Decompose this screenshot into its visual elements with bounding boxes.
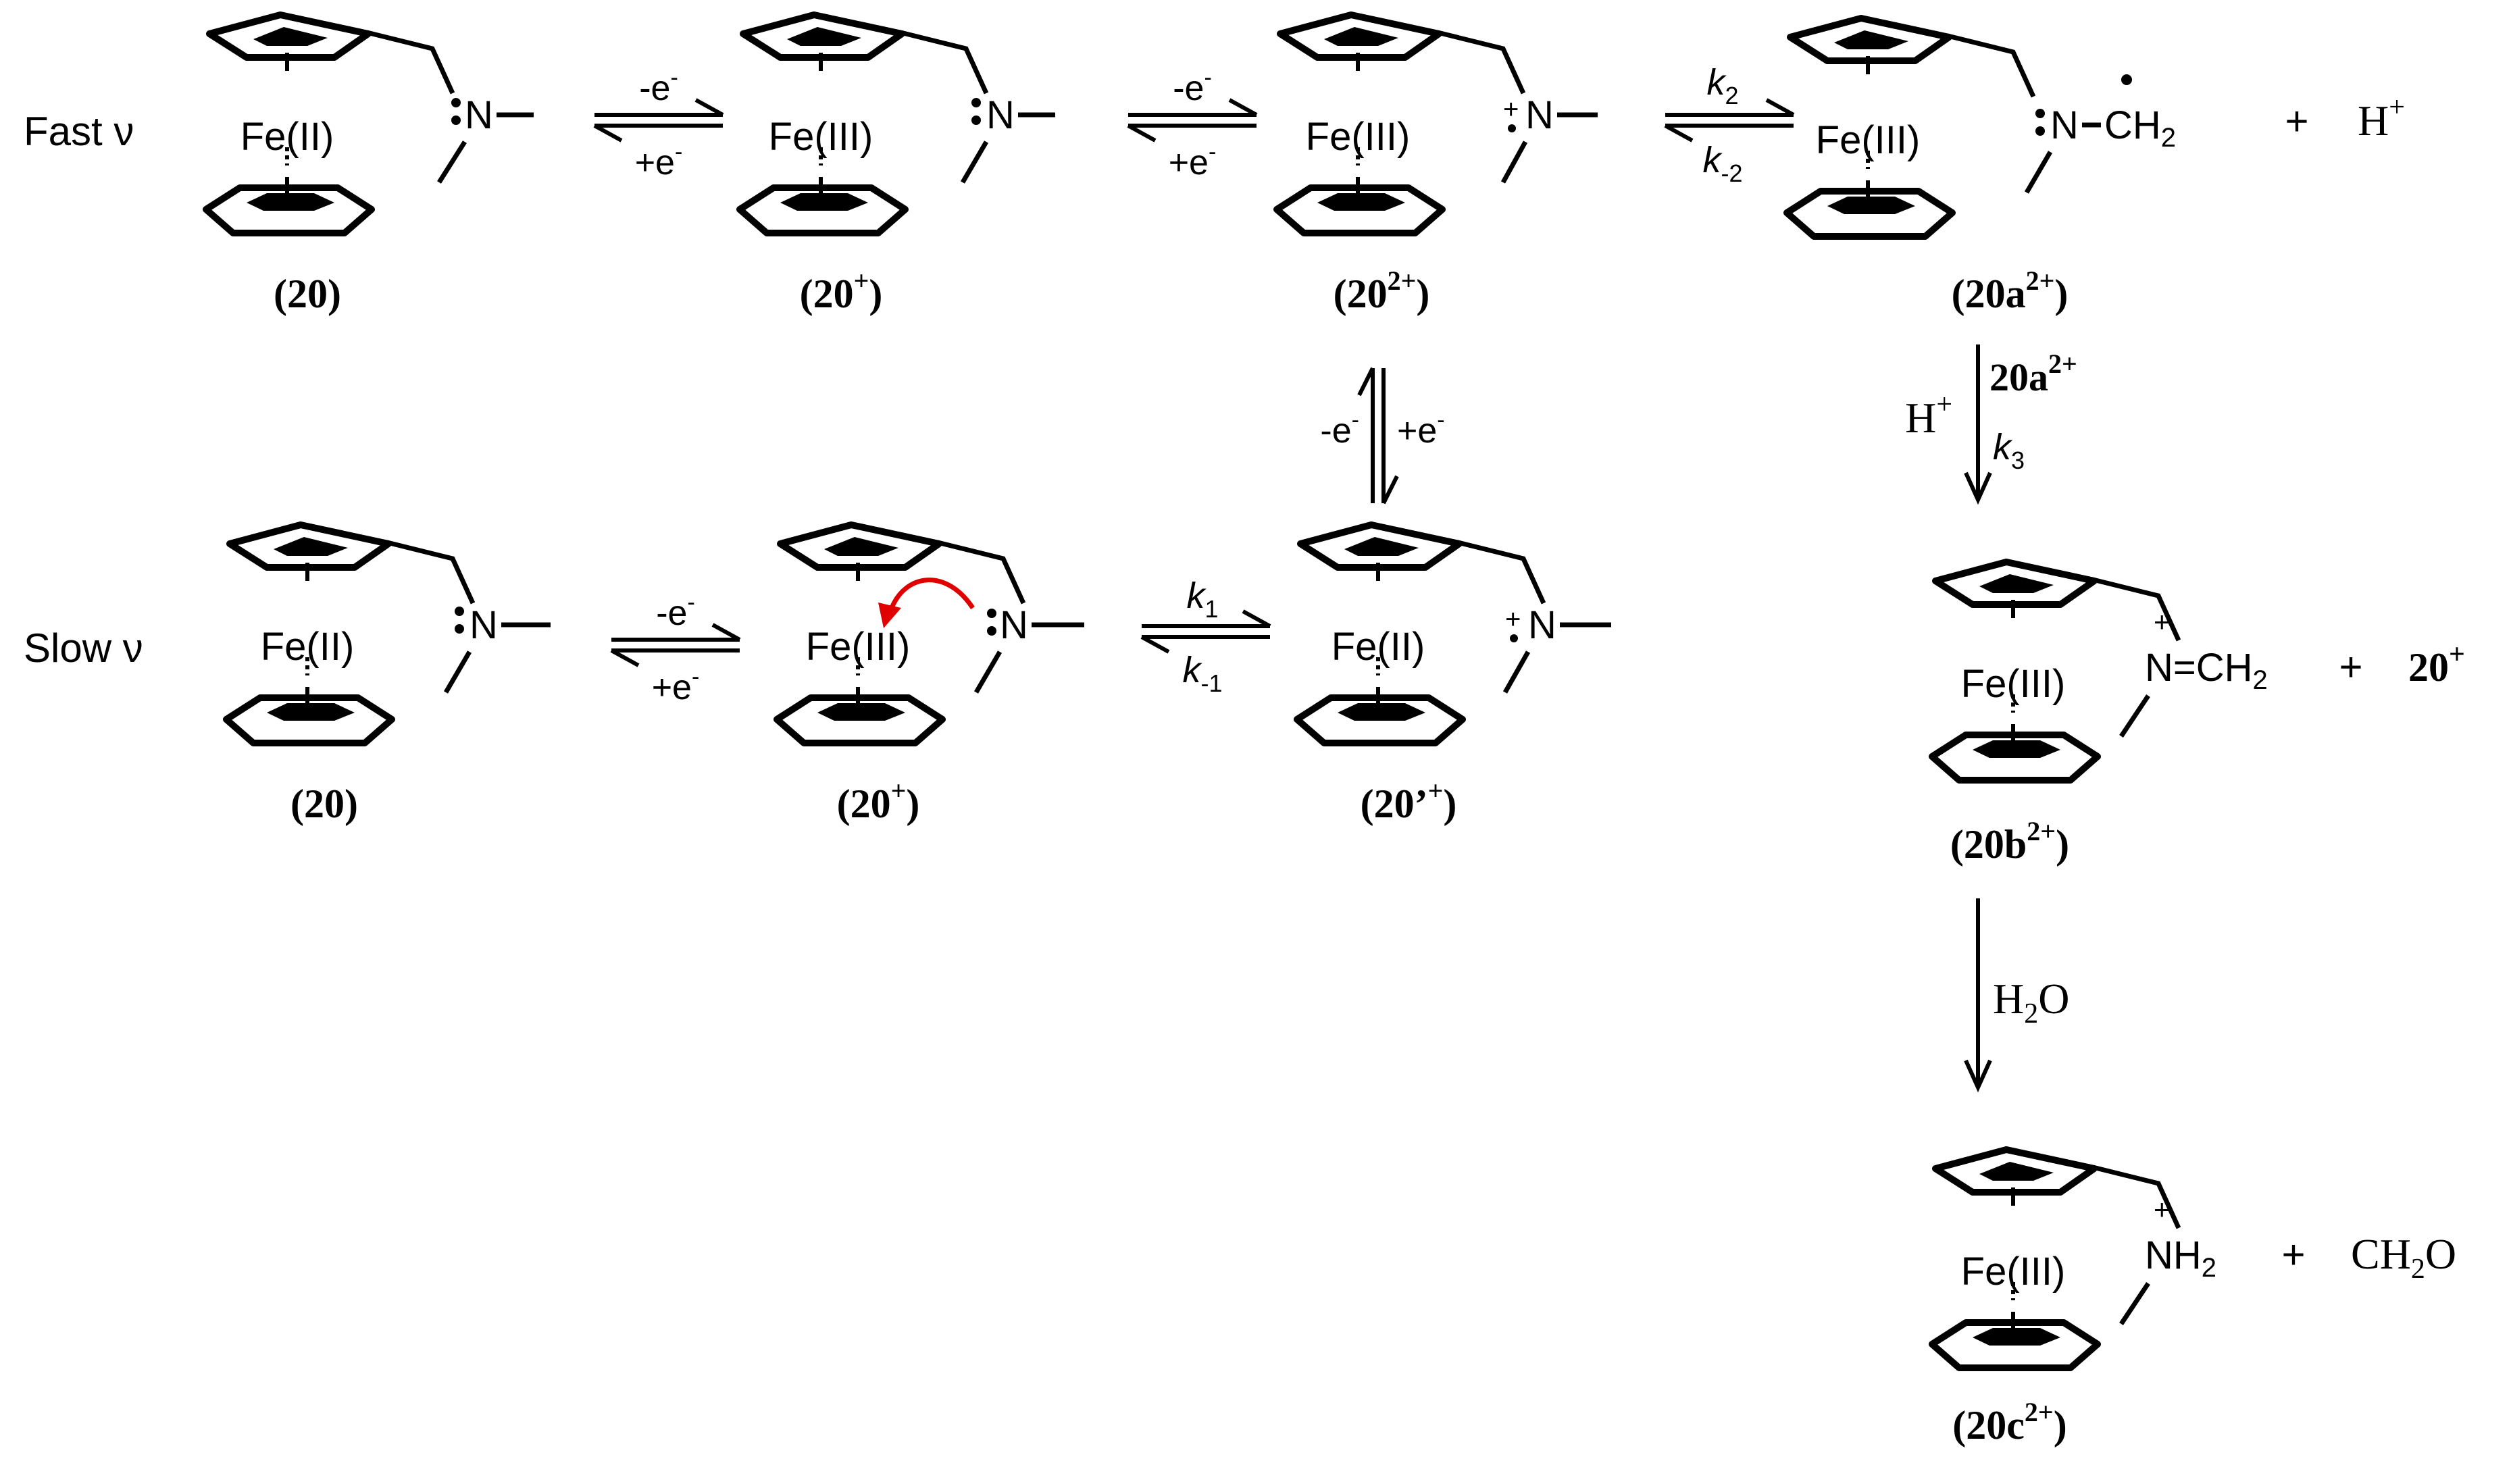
fe-label: Fe(III) [1306, 115, 1411, 159]
ammonium-charge: + [2154, 1194, 2171, 1225]
molecule-20-slow: Fe(II) N [226, 525, 551, 743]
reagent-20a-2plus: 20a2+ [1989, 349, 2077, 399]
reduction-label: +e- [635, 139, 683, 182]
rate-constant-k-minus-2: k-2 [1702, 140, 1742, 187]
reaction-arrow-k3 [1964, 344, 1992, 505]
molecule-20-plus-slow: Fe(III) N [777, 525, 1084, 743]
compound-label-20a-2plus: (20a2+) [1952, 265, 2069, 316]
rate-constant-k-minus-1: k-1 [1182, 650, 1222, 697]
oxidation-label: -e- [1173, 65, 1212, 108]
fe-label: Fe(III) [806, 625, 911, 669]
product-20-plus: 20+ [2408, 639, 2465, 690]
methylene-radical-group: CH2 [2104, 103, 2176, 153]
plus-sign: + [2281, 1232, 2305, 1277]
rate-constant-k2: k2 [1706, 62, 1738, 109]
compound-label-20c-2plus: (20c2+) [1952, 1397, 2066, 1448]
compound-label-20-slow: (20) [290, 782, 358, 826]
rate-constant-k1: k1 [1186, 575, 1218, 623]
radical-cation-sign: + [1503, 95, 1519, 124]
electron-transfer-arrow [889, 578, 975, 609]
nitrogen-label: N [470, 603, 498, 647]
nitrogen-label: N [1000, 603, 1028, 647]
compound-label-20-2plus: (202+) [1334, 265, 1430, 316]
molecule-20-fast: Fe(II) N [206, 15, 534, 233]
molecule-20-prime-plus: Fe(II) + N [1297, 525, 1611, 743]
compound-label-20b-2plus: (20b2+) [1950, 816, 2069, 867]
molecule-20-plus-fast: Fe(III) N [740, 15, 1055, 233]
iminium-group: N=CH2 [2145, 646, 2268, 695]
reaction-arrow-hydrolysis [1964, 898, 1992, 1093]
plus-sign: + [2339, 644, 2362, 690]
reduction-label: +e- [1169, 139, 1217, 182]
molecule-20-2plus: Fe(III) + N [1277, 15, 1598, 233]
proton-product: H+ [2358, 92, 2405, 145]
vertical-equilibrium-arrow [1357, 367, 1399, 505]
fe-label: Fe(III) [1816, 118, 1921, 162]
row-label-fast: Fast ν [24, 109, 134, 154]
compound-label-20-plus-fast: (20+) [800, 265, 883, 316]
molecule-20b-2plus: Fe(III) + N=CH2 [1932, 562, 2268, 780]
molecule-20c-2plus: Fe(III) + NH2 [1932, 1150, 2216, 1368]
nitrogen-label: N [986, 93, 1015, 137]
fe-label: Fe(II) [261, 625, 355, 669]
compound-label-20-fast: (20) [274, 272, 341, 316]
fe-label: Fe(III) [1961, 1250, 2066, 1294]
proton-reagent: H+ [1905, 389, 1952, 442]
formaldehyde-product: CH2O [2351, 1230, 2456, 1285]
water-reagent: H2O [1993, 975, 2069, 1029]
plus-sign: + [2285, 99, 2308, 144]
fe-label: Fe(III) [769, 115, 873, 159]
oxidation-label-vertical: -e- [1320, 407, 1359, 451]
iminium-charge: + [2154, 606, 2171, 638]
reduction-label-vertical: +e- [1397, 407, 1445, 451]
fe-label: Fe(II) [240, 115, 334, 159]
ammonium-group: NH2 [2145, 1233, 2216, 1283]
reduction-label: +e- [652, 664, 700, 707]
nitrogen-label: N [1525, 93, 1554, 137]
rate-constant-k3: k3 [1993, 427, 2025, 474]
oxidation-label: -e- [656, 590, 695, 633]
compound-label-20-prime-plus: (20’+) [1361, 775, 1457, 826]
fe-label: Fe(III) [1961, 662, 2066, 706]
nitrogen-label: N [465, 93, 493, 137]
fe-label: Fe(II) [1331, 625, 1425, 669]
nitrogen-label: N [1528, 603, 1556, 647]
compound-label-20-plus-slow: (20+) [837, 775, 920, 826]
row-label-slow: Slow ν [24, 625, 143, 671]
oxidation-label: -e- [639, 65, 678, 108]
nitrogen-label: N [2050, 103, 2079, 147]
molecule-20a-2plus: Fe(III) N CH2 [1787, 18, 2176, 236]
radical-cation-sign: + [1505, 605, 1521, 634]
